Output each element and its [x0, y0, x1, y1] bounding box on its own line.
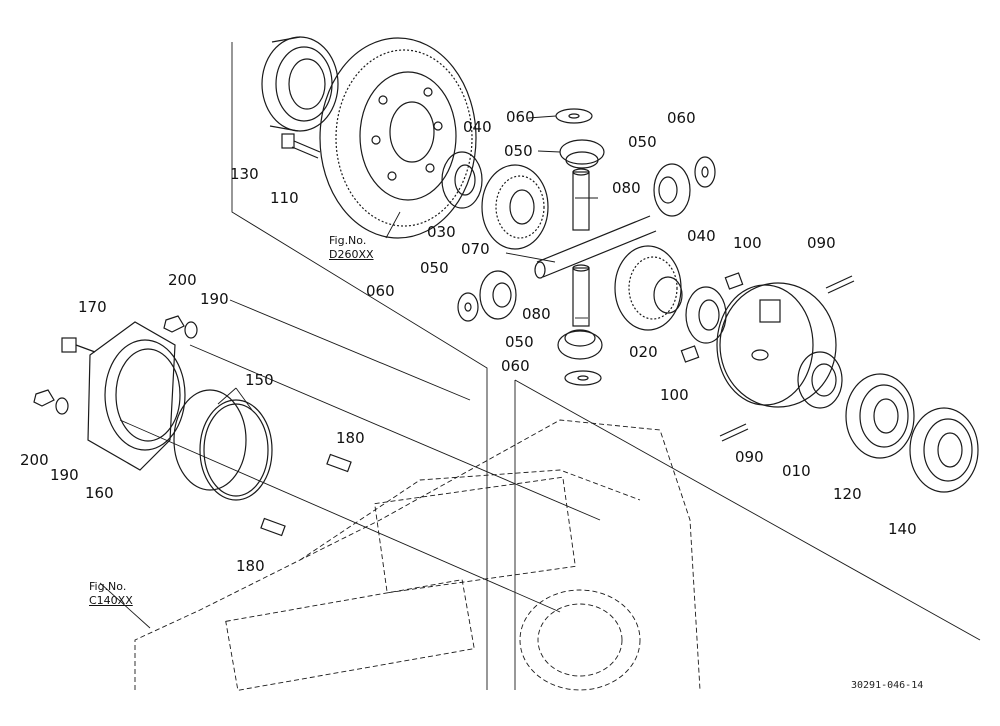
side-gear-020	[614, 245, 683, 331]
guide-lines	[119, 42, 981, 690]
figure-ref-lower[interactable]: Fig.No. C140XX	[89, 580, 133, 608]
figure-ref-upper[interactable]: Fig.No. D260XX	[329, 234, 374, 262]
pin-100-lower	[680, 345, 700, 363]
o-ring-150-b	[199, 399, 273, 501]
callout-010: 010	[782, 462, 811, 480]
callout-140: 140	[888, 520, 917, 538]
shaft-070	[534, 215, 657, 279]
figure-ref-upper-number[interactable]: D260XX	[329, 247, 374, 261]
callout-060-lower: 060	[501, 357, 530, 375]
nut-200-lower	[33, 389, 55, 407]
pin-080-upper	[572, 168, 590, 231]
bearing-housing-160	[87, 321, 186, 471]
callout-130: 130	[230, 165, 259, 183]
callout-040-upper: 040	[463, 118, 492, 136]
callout-030: 030	[427, 223, 456, 241]
callout-050-lower: 050	[505, 333, 534, 351]
pin-080-lower	[572, 264, 590, 327]
callout-090-upper: 090	[807, 234, 836, 252]
thrust-washer-040-left	[441, 151, 483, 209]
callout-050-right: 050	[628, 133, 657, 151]
callout-190-upper: 190	[200, 290, 229, 308]
washer-060-top	[555, 108, 593, 124]
callout-060-right: 060	[667, 109, 696, 127]
callout-020: 020	[629, 343, 658, 361]
transmission-housing	[134, 419, 701, 691]
bearing-130	[261, 36, 339, 132]
callout-170: 170	[78, 298, 107, 316]
pin-100-upper	[724, 272, 744, 290]
callout-120: 120	[833, 485, 862, 503]
bolt-110	[281, 133, 321, 159]
callout-150: 150	[245, 371, 274, 389]
washer-060-bottom	[564, 370, 602, 386]
callout-050-upper: 050	[504, 142, 533, 160]
callout-200-lower: 200	[20, 451, 49, 469]
callout-050-left: 050	[420, 259, 449, 277]
callout-100-lower: 100	[660, 386, 689, 404]
callout-200-upper: 200	[168, 271, 197, 289]
pinion-050-right	[653, 163, 691, 217]
figure-ref-upper-prefix: Fig.No.	[329, 234, 367, 247]
callout-070: 070	[461, 240, 490, 258]
callout-080-lower: 080	[522, 305, 551, 323]
callout-110: 110	[270, 189, 299, 207]
callout-040-right: 040	[687, 227, 716, 245]
stud-180-upper	[326, 453, 352, 473]
callout-160: 160	[85, 484, 114, 502]
pinion-050-left	[479, 270, 517, 320]
bearing-120	[845, 373, 915, 459]
ring-gear	[319, 37, 477, 239]
callout-190-lower: 190	[50, 466, 79, 484]
callout-180-lower: 180	[236, 557, 265, 575]
washer-190-lower	[55, 397, 69, 415]
washer-190-upper	[184, 321, 198, 339]
callout-080-upper: 080	[612, 179, 641, 197]
thrust-washer-040-right	[685, 286, 727, 344]
drawing-code: 30291-046-14	[851, 680, 924, 691]
nut-200-upper	[163, 315, 185, 333]
bolt-170	[61, 337, 96, 353]
o-ring-150-a	[173, 389, 247, 491]
washer-060-right	[694, 156, 716, 188]
callout-060-left: 060	[366, 282, 395, 300]
figure-ref-lower-number[interactable]: C140XX	[89, 593, 133, 607]
figure-ref-lower-prefix: Fig.No.	[89, 580, 127, 593]
leader-lines	[99, 115, 598, 629]
callout-090-lower: 090	[735, 448, 764, 466]
callout-180-upper: 180	[336, 429, 365, 447]
stud-180-lower	[260, 517, 286, 537]
pinion-050-top	[559, 139, 605, 169]
washer-060-left	[457, 292, 479, 322]
pinion-050-bottom	[557, 329, 603, 360]
bearing-140	[909, 407, 979, 493]
spring-pin-090-lower	[719, 423, 749, 442]
differential-case-010	[716, 282, 843, 409]
side-gear-030	[481, 164, 549, 250]
callout-060-upper: 060	[506, 108, 535, 126]
callout-100-upper: 100	[733, 234, 762, 252]
spring-pin-090-upper	[825, 275, 855, 294]
